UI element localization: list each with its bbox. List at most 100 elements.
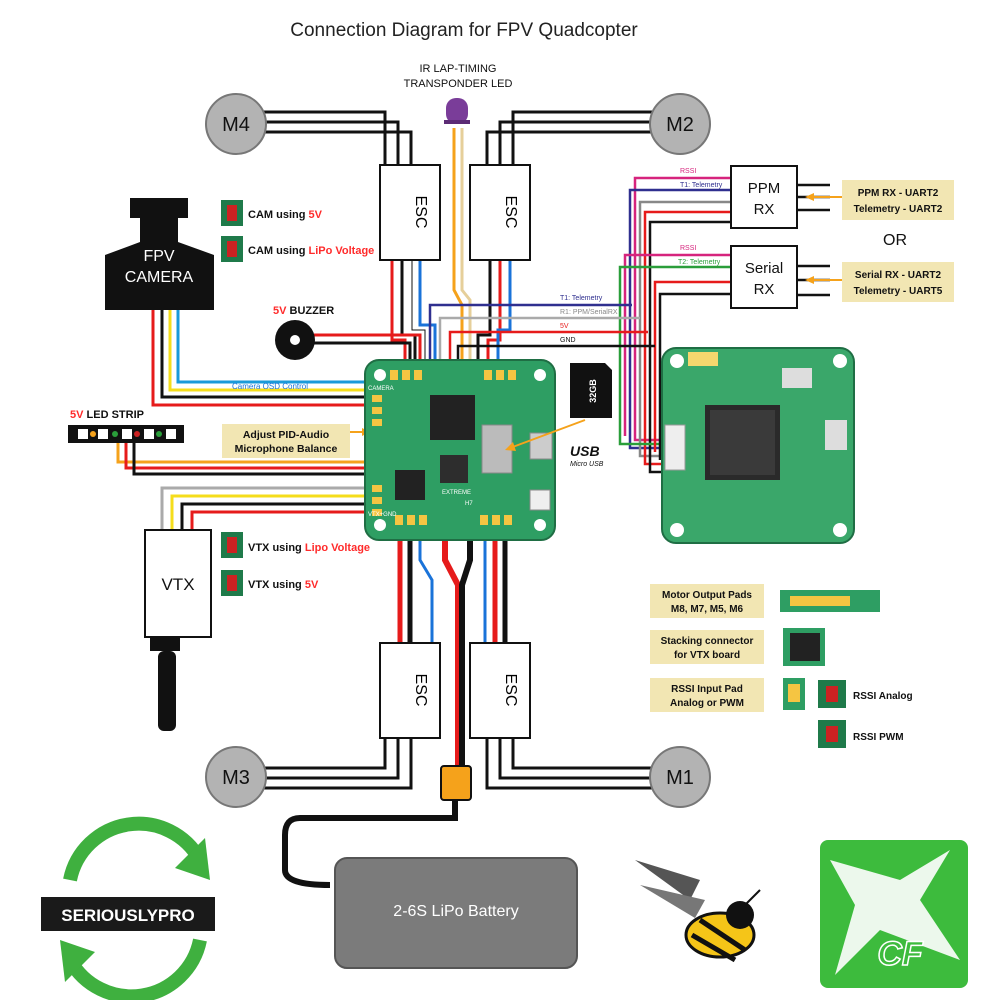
esc-label: ESC bbox=[502, 196, 519, 229]
fc-h7-label: H7 bbox=[465, 501, 473, 507]
camera-wires bbox=[151, 305, 368, 407]
ppm-callout-line2: Telemetry - UART2 bbox=[854, 204, 943, 215]
fc-board-back bbox=[661, 347, 855, 544]
buzzer: 5V BUZZER bbox=[273, 305, 334, 360]
rx-wire-rssi-1: RSSI bbox=[680, 168, 696, 175]
buzzer-wires bbox=[314, 333, 422, 362]
camera-osd-label: Camera OSD Control bbox=[232, 382, 308, 391]
rssi-pwm: RSSI PWM bbox=[818, 720, 904, 748]
esc-bottom-right: ESC bbox=[469, 642, 531, 739]
fc-camera-label: CAMERA bbox=[368, 386, 394, 392]
led-strip: 5V LED STRIP bbox=[68, 409, 184, 443]
vtx-wires bbox=[160, 486, 372, 532]
motor-m3-label: M3 bbox=[222, 767, 250, 789]
rx-wire-t1: T1: Telemetry bbox=[680, 182, 723, 189]
ppm-rx: PPM RX bbox=[730, 165, 850, 229]
legend-stacking-line1: Stacking connector bbox=[661, 636, 754, 647]
battery-label: 2-6S LiPo Battery bbox=[393, 903, 518, 920]
ir-led-body-icon bbox=[446, 98, 468, 124]
esc-label: ESC bbox=[412, 674, 429, 707]
motor-m1: M1 bbox=[649, 746, 711, 808]
lipo-battery: 2-6S LiPo Battery bbox=[334, 857, 578, 969]
antenna-icon bbox=[150, 637, 180, 651]
or-label: OR bbox=[883, 232, 907, 249]
vtx-module: VTX bbox=[144, 529, 212, 731]
camera-label-line2: CAMERA bbox=[125, 269, 194, 286]
serial-callout-line2: Telemetry - UART5 bbox=[854, 286, 943, 297]
motor-wires bbox=[262, 110, 654, 790]
legend-rssi-pad: RSSI Input Pad Analog or PWM bbox=[650, 678, 805, 712]
fc-vtx-gnd-label: VTX+GND bbox=[368, 512, 397, 518]
ir-led-label-line1: IR LAP-TIMING bbox=[419, 63, 496, 75]
legend-stacking-connector: Stacking connector for VTX board bbox=[650, 628, 825, 666]
motor-m2-label: M2 bbox=[666, 114, 694, 136]
adjust-pid-line2: Microphone Balance bbox=[235, 443, 338, 455]
esc-label: ESC bbox=[502, 674, 519, 707]
seriouslypro-text: SERIOUSLYPRO bbox=[61, 906, 195, 925]
legend-motor-pads-line1: Motor Output Pads bbox=[662, 590, 752, 601]
cf-logo: CF bbox=[820, 840, 968, 988]
adjust-pid-line1: Adjust PID-Audio bbox=[243, 429, 329, 441]
sd-card-size: 32GB bbox=[588, 379, 598, 403]
esc-label: ESC bbox=[412, 196, 429, 229]
vtx-option-label: VTX using Lipo Voltage bbox=[248, 542, 370, 554]
cam-option-label: CAM using 5V bbox=[248, 209, 323, 221]
ppm-callout: PPM RX - UART2 Telemetry - UART2 bbox=[842, 180, 954, 220]
serial-callout: Serial RX - UART2 Telemetry - UART5 bbox=[842, 262, 954, 302]
fpv-camera: FPV CAMERA bbox=[105, 198, 214, 310]
legend-motor-pads-line2: M8, M7, M5, M6 bbox=[671, 604, 744, 615]
rssi-pwm-label: RSSI PWM bbox=[853, 732, 904, 743]
usb-logo: USB bbox=[570, 443, 600, 459]
esc-top-right: ESC bbox=[469, 164, 531, 261]
camera-label-line1: FPV bbox=[143, 248, 174, 265]
diagram-title: Connection Diagram for FPV Quadcopter bbox=[290, 20, 638, 41]
ir-led-wires bbox=[452, 128, 472, 362]
motor-m2: M2 bbox=[649, 93, 711, 155]
serial-rx-line1: Serial bbox=[745, 260, 783, 277]
ppm-rx-line2: RX bbox=[754, 201, 775, 218]
esc-bottom-left: ESC bbox=[379, 642, 441, 739]
xt60-connector-icon bbox=[440, 765, 472, 801]
legend-rssi-line2: Analog or PWM bbox=[670, 698, 744, 709]
cam-option-label: CAM using LiPo Voltage bbox=[248, 245, 374, 257]
led-strip-label: 5V LED STRIP bbox=[70, 409, 144, 421]
fc-extreme-label: EXTREME bbox=[442, 490, 471, 496]
cam-option-5v: CAM using 5V bbox=[221, 200, 323, 226]
vtx-option-lipo: VTX using Lipo Voltage bbox=[221, 532, 370, 558]
cf-logo-text: CF bbox=[877, 935, 924, 973]
motor-m3: M3 bbox=[205, 746, 267, 808]
micro-usb: USB Micro USB bbox=[570, 443, 604, 468]
legend-motor-pads: Motor Output Pads M8, M7, M5, M6 bbox=[650, 584, 880, 618]
rx-wire-t2: T2: Telemetry bbox=[678, 259, 721, 266]
seriouslypro-logo: SERIOUSLYPRO bbox=[39, 816, 217, 1000]
bus-wire-t1: T1: Telemetry bbox=[560, 295, 603, 302]
vtx-label: VTX bbox=[161, 575, 194, 594]
vtx-option-5v: VTX using 5V bbox=[221, 570, 319, 596]
rssi-analog-label: RSSI Analog bbox=[853, 691, 913, 702]
legend-rssi-line1: RSSI Input Pad bbox=[671, 684, 743, 695]
battery-lead bbox=[282, 520, 473, 888]
cam-option-lipo: CAM using LiPo Voltage bbox=[221, 236, 374, 262]
bus-wire-r1: R1: PPM/SerialRX bbox=[560, 309, 618, 316]
serial-rx-line2: RX bbox=[754, 281, 775, 298]
vtx-option-label: VTX using 5V bbox=[248, 579, 319, 591]
rx-wire-rssi-2: RSSI bbox=[680, 245, 696, 252]
fc-bus-wires bbox=[428, 303, 655, 362]
serial-callout-line1: Serial RX - UART2 bbox=[855, 270, 942, 281]
usb-sub-label: Micro USB bbox=[570, 461, 604, 468]
bus-wire-gnd: GND bbox=[560, 337, 576, 344]
flight-controller: CAMERA VTX+GND EXTREME H7 bbox=[364, 359, 556, 541]
ppm-rx-line1: PPM bbox=[748, 180, 781, 197]
ir-led: IR LAP-TIMING TRANSPONDER LED bbox=[404, 63, 512, 124]
serial-rx: Serial RX bbox=[730, 245, 850, 309]
motor-m4: M4 bbox=[205, 93, 267, 155]
motor-m1-label: M1 bbox=[666, 767, 694, 789]
bus-wire-5v: 5V bbox=[560, 323, 569, 330]
sd-card: 32GB bbox=[505, 363, 612, 451]
motor-m4-label: M4 bbox=[222, 114, 250, 136]
adjust-pid-callout: Adjust PID-Audio Microphone Balance bbox=[222, 424, 370, 458]
mcu-chip-icon bbox=[430, 395, 475, 440]
legend-stacking-line2: for VTX board bbox=[674, 650, 740, 661]
esc-top-left: ESC bbox=[379, 164, 441, 261]
